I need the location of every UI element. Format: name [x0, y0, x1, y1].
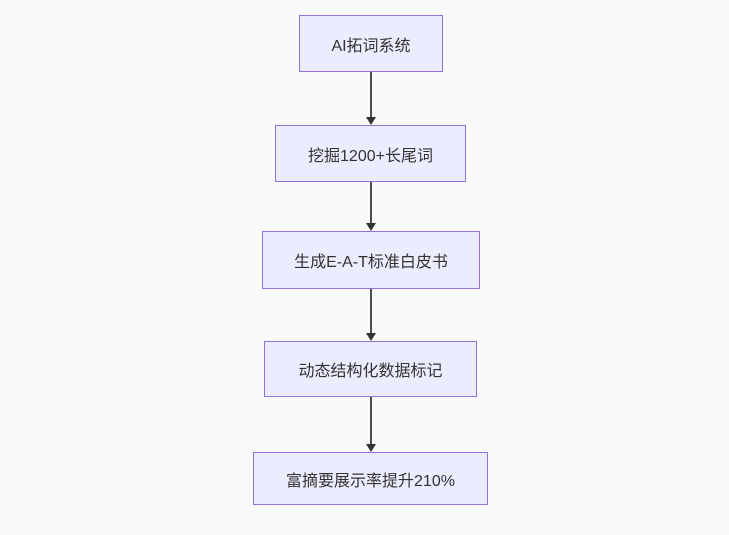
arrow-down-icon	[366, 289, 376, 341]
flow-node-label: AI拓词系统	[331, 37, 411, 55]
flow-node-label: 挖掘1200+长尾词	[308, 147, 433, 165]
arrow-line	[370, 182, 372, 223]
arrow-line	[370, 289, 372, 333]
arrow-down-icon	[366, 72, 376, 125]
flow-node-longtail-mining: 挖掘1200+长尾词	[275, 125, 466, 182]
arrowhead-icon	[366, 223, 376, 231]
flow-node-label: 动态结构化数据标记	[298, 363, 443, 380]
arrow-down-icon	[366, 397, 376, 452]
flow-node-rich-snippet-uplift: 富摘要展示率提升210%	[253, 452, 488, 505]
arrowhead-icon	[366, 333, 376, 341]
flow-node-label: 富摘要展示率提升210%	[286, 472, 455, 490]
arrow-line	[370, 397, 372, 444]
arrow-down-icon	[366, 182, 376, 231]
arrow-line	[370, 72, 372, 117]
arrowhead-icon	[366, 117, 376, 125]
flow-node-ai-keyword-system: AI拓词系统	[299, 15, 443, 72]
flow-node-structured-data-markup: 动态结构化数据标记	[264, 341, 477, 397]
flow-node-label: 生成E-A-T标准白皮书	[294, 254, 448, 271]
flow-node-eat-whitepaper: 生成E-A-T标准白皮书	[262, 231, 480, 289]
arrowhead-icon	[366, 444, 376, 452]
